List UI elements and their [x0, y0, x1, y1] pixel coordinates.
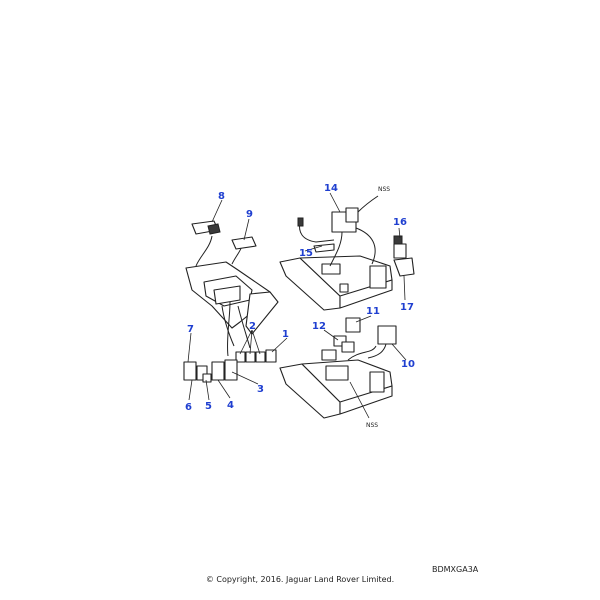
relay-8 — [191, 220, 221, 235]
callout-labels: 8 9 1 2 3 4 5 6 7 14 NSS 15 16 17 11 12 … — [185, 183, 415, 429]
copyright-notice: © Copyright, 2016. Jaguar Land Rover Lim… — [205, 575, 395, 584]
callout-16: 16 — [393, 217, 407, 228]
leader-lines — [187, 192, 407, 419]
callout-8: 8 — [218, 191, 225, 202]
right-upper-assembly — [279, 255, 393, 311]
module-14 — [329, 195, 379, 267]
callout-14: 14 — [324, 183, 338, 194]
callout-3: 3 — [257, 384, 264, 395]
callout-1: 1 — [282, 329, 289, 340]
callout-12: 12 — [312, 321, 326, 332]
callout-10: 10 — [401, 359, 415, 370]
right-lower-assembly — [279, 345, 393, 419]
bracket-17 — [393, 257, 415, 277]
relay-11 — [345, 317, 361, 333]
left-bracket-assembly — [185, 235, 279, 357]
diagram-reference-code: BDMXGA3A — [432, 565, 479, 574]
callout-5: 5 — [205, 401, 212, 412]
callout-6: 6 — [185, 402, 192, 413]
callout-4: 4 — [227, 400, 234, 411]
callout-15: 15 — [299, 248, 313, 259]
callout-2: 2 — [249, 321, 256, 332]
relay-group-1-2 — [235, 349, 277, 363]
relay-16 — [393, 235, 407, 259]
relay-group-3-7 — [183, 359, 238, 383]
nss-label-top: NSS — [378, 186, 390, 193]
relay-10 — [367, 325, 397, 359]
nss-label-bottom: NSS — [366, 422, 378, 429]
relay-12-13 — [333, 335, 355, 353]
connector-15 — [297, 217, 335, 253]
callout-17: 17 — [400, 302, 414, 313]
relay-9 — [231, 236, 257, 250]
callout-7: 7 — [187, 324, 194, 335]
callout-9: 9 — [246, 209, 253, 220]
callout-11: 11 — [366, 306, 380, 317]
